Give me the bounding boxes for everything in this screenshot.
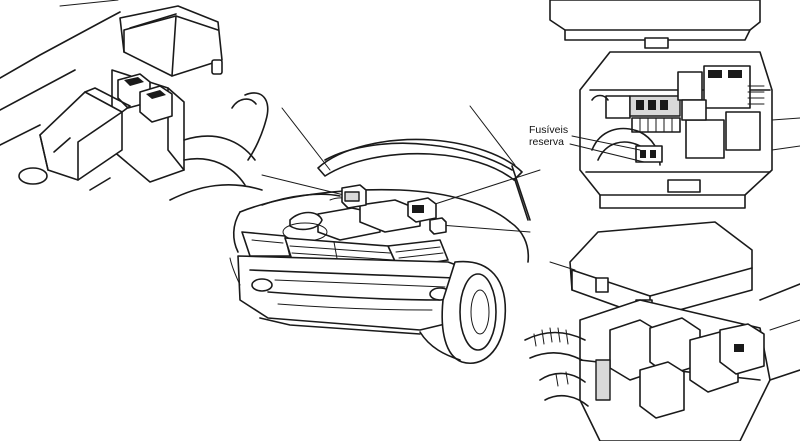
engine-bay-fuse-box-detail [0, 0, 269, 201]
spare-fuses-callout: Fusíveis reserva [529, 124, 568, 148]
callout-line-2: reserva [529, 136, 565, 148]
fuse-box-interior-detail [549, 0, 800, 209]
vehicle-front-view [229, 105, 541, 364]
fuse-box-lid-open-detail [524, 221, 800, 441]
callout-line-1: Fusíveis [529, 124, 569, 136]
